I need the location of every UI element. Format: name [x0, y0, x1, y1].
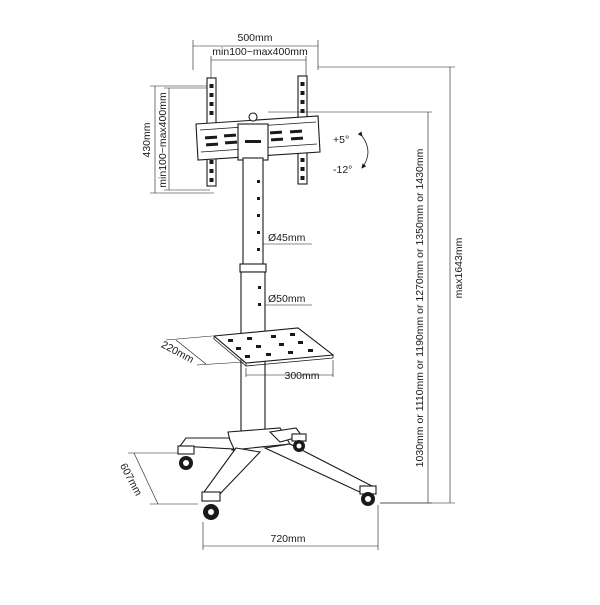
- dim-pole-upper: Ø45mm: [263, 232, 312, 245]
- label-height-options: 1030mm or 1110mm or 1190mm or 1270mm or …: [414, 148, 426, 467]
- label-shelf-width: 300mm: [284, 370, 319, 382]
- label-pole-upper: Ø45mm: [268, 232, 306, 244]
- dim-vesa-horizontal: min100~max400mm: [210, 46, 308, 96]
- dim-bracket-height: 430mm: [141, 85, 214, 194]
- label-vesa-vertical: min100~max400mm: [157, 92, 169, 188]
- dim-base-width: 720mm: [202, 505, 379, 550]
- caster-front-left: [201, 491, 221, 520]
- label-tilt-up: +5°: [333, 134, 349, 146]
- label-shelf-depth: 220mm: [159, 339, 196, 366]
- dim-pole-lower: Ø50mm: [265, 293, 312, 306]
- label-tilt-down: -12°: [333, 164, 352, 176]
- dim-max-height: max1643mm: [318, 66, 465, 504]
- label-bracket-width: 500mm: [237, 32, 272, 44]
- caster-back-right: [291, 433, 307, 452]
- pole: [239, 157, 267, 433]
- label-base-width: 720mm: [270, 533, 305, 545]
- tv-bracket: [195, 75, 321, 187]
- caster-back-left: [177, 445, 195, 470]
- dim-bracket-width: 500mm: [192, 32, 319, 70]
- label-vesa-horizontal: min100~max400mm: [212, 46, 308, 58]
- dim-shelf-width: 300mm: [245, 360, 334, 382]
- label-bracket-height: 430mm: [141, 122, 153, 157]
- label-pole-lower: Ø50mm: [268, 293, 306, 305]
- tilt-indicator: +5° -12°: [333, 131, 369, 176]
- caster-front-right: [359, 485, 377, 506]
- base: [177, 427, 377, 520]
- label-max-height: max1643mm: [453, 237, 465, 298]
- shelf: [212, 327, 335, 367]
- dim-vesa-vertical: min100~max400mm: [157, 87, 210, 191]
